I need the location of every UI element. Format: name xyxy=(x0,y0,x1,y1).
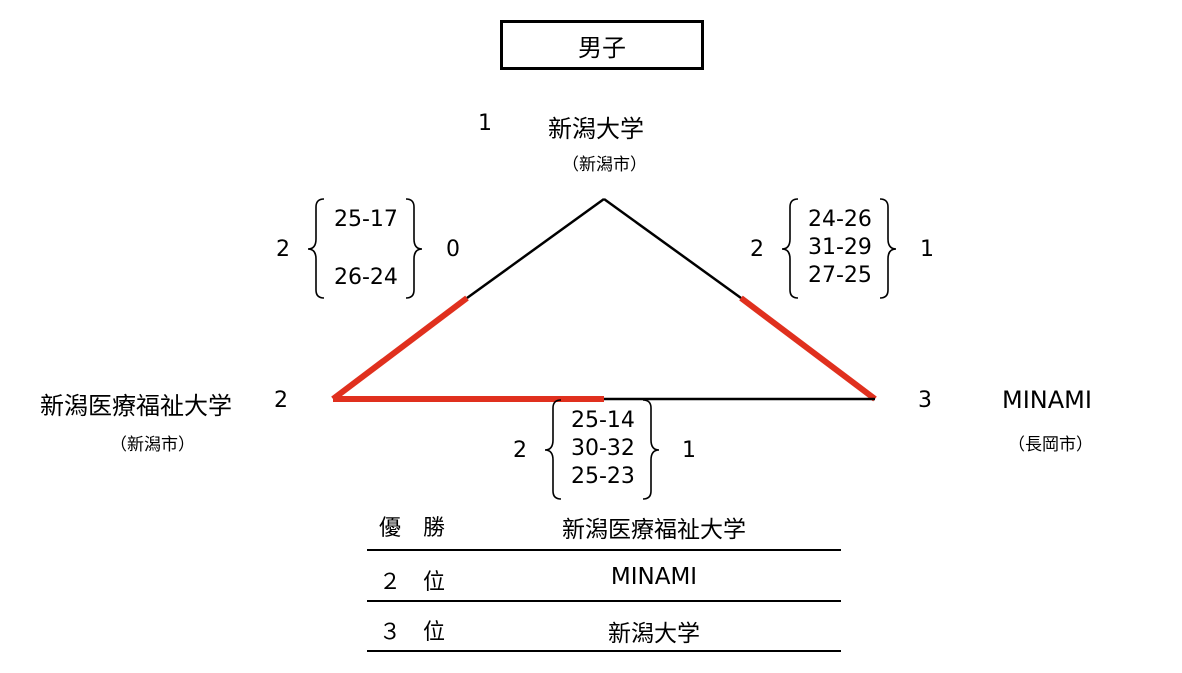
category-title-text: 男子 xyxy=(578,33,626,62)
result-row-second: ２ 位 MINAMI xyxy=(367,550,841,600)
match-bottom-scores: 25-14 30-32 25-23 xyxy=(571,407,635,491)
match-bottom-score-2: 30-32 xyxy=(571,436,635,461)
match-left-top-sets-right: 0 xyxy=(446,237,460,262)
brace-right-icon xyxy=(642,399,660,500)
match-bottom-sets-left: 2 xyxy=(513,438,527,463)
left-team-city: （新潟市） xyxy=(110,435,195,455)
edge-top-right xyxy=(603,197,742,300)
match-right-top-sets-right: 1 xyxy=(920,237,934,262)
match-right-top-scores: 24-26 31-29 27-25 xyxy=(808,206,872,290)
match-bottom-score-1: 25-14 xyxy=(571,408,635,433)
brace-right-icon xyxy=(879,198,897,299)
edge-top-right-winner xyxy=(739,295,877,402)
result-rank: ３ 位 xyxy=(379,620,446,645)
table-divider xyxy=(367,600,841,602)
table-divider xyxy=(367,549,841,551)
match-left-top-score-1: 25-17 xyxy=(334,207,398,232)
match-left-top-score-2: 26-24 xyxy=(334,265,398,290)
edge-top-left xyxy=(466,197,605,300)
table-divider xyxy=(367,650,841,652)
top-team-name: 新潟大学 xyxy=(548,115,644,143)
result-row-third: ３ 位 新潟大学 xyxy=(367,600,841,650)
result-team: MINAMI xyxy=(610,564,698,590)
top-team-seed: 1 xyxy=(478,111,492,136)
brace-left-icon xyxy=(307,198,325,299)
result-team: 新潟大学 xyxy=(608,621,700,647)
right-team-city: （長岡市） xyxy=(1008,435,1093,455)
left-team-seed: 2 xyxy=(274,388,288,413)
category-title: 男子 xyxy=(500,20,704,70)
brace-right-icon xyxy=(405,198,423,299)
result-row-champion: 優 勝 新潟医療福祉大学 xyxy=(367,500,841,550)
result-rank: 優 勝 xyxy=(379,516,446,541)
match-right-top-score-3: 27-25 xyxy=(808,263,872,288)
match-bottom-sets-right: 1 xyxy=(682,438,696,463)
left-team-name: 新潟医療福祉大学 xyxy=(40,392,232,420)
results-table: 優 勝 新潟医療福祉大学 ２ 位 MINAMI ３ 位 新潟大学 xyxy=(367,500,841,652)
right-team-seed: 3 xyxy=(918,388,932,413)
brace-left-icon xyxy=(781,198,799,299)
right-team-name: MINAMI xyxy=(1002,386,1092,414)
match-right-top-sets-left: 2 xyxy=(750,237,764,262)
edge-top-left-winner xyxy=(331,295,469,402)
match-right-top-score-1: 24-26 xyxy=(808,207,872,232)
match-bottom-score-3: 25-23 xyxy=(571,464,635,489)
result-rank: ２ 位 xyxy=(379,570,446,595)
top-team-city: （新潟市） xyxy=(562,155,647,175)
match-left-top-sets-left: 2 xyxy=(276,237,290,262)
result-team: 新潟医療福祉大学 xyxy=(562,517,746,543)
brace-left-icon xyxy=(544,399,562,500)
match-right-top-score-2: 31-29 xyxy=(808,235,872,260)
